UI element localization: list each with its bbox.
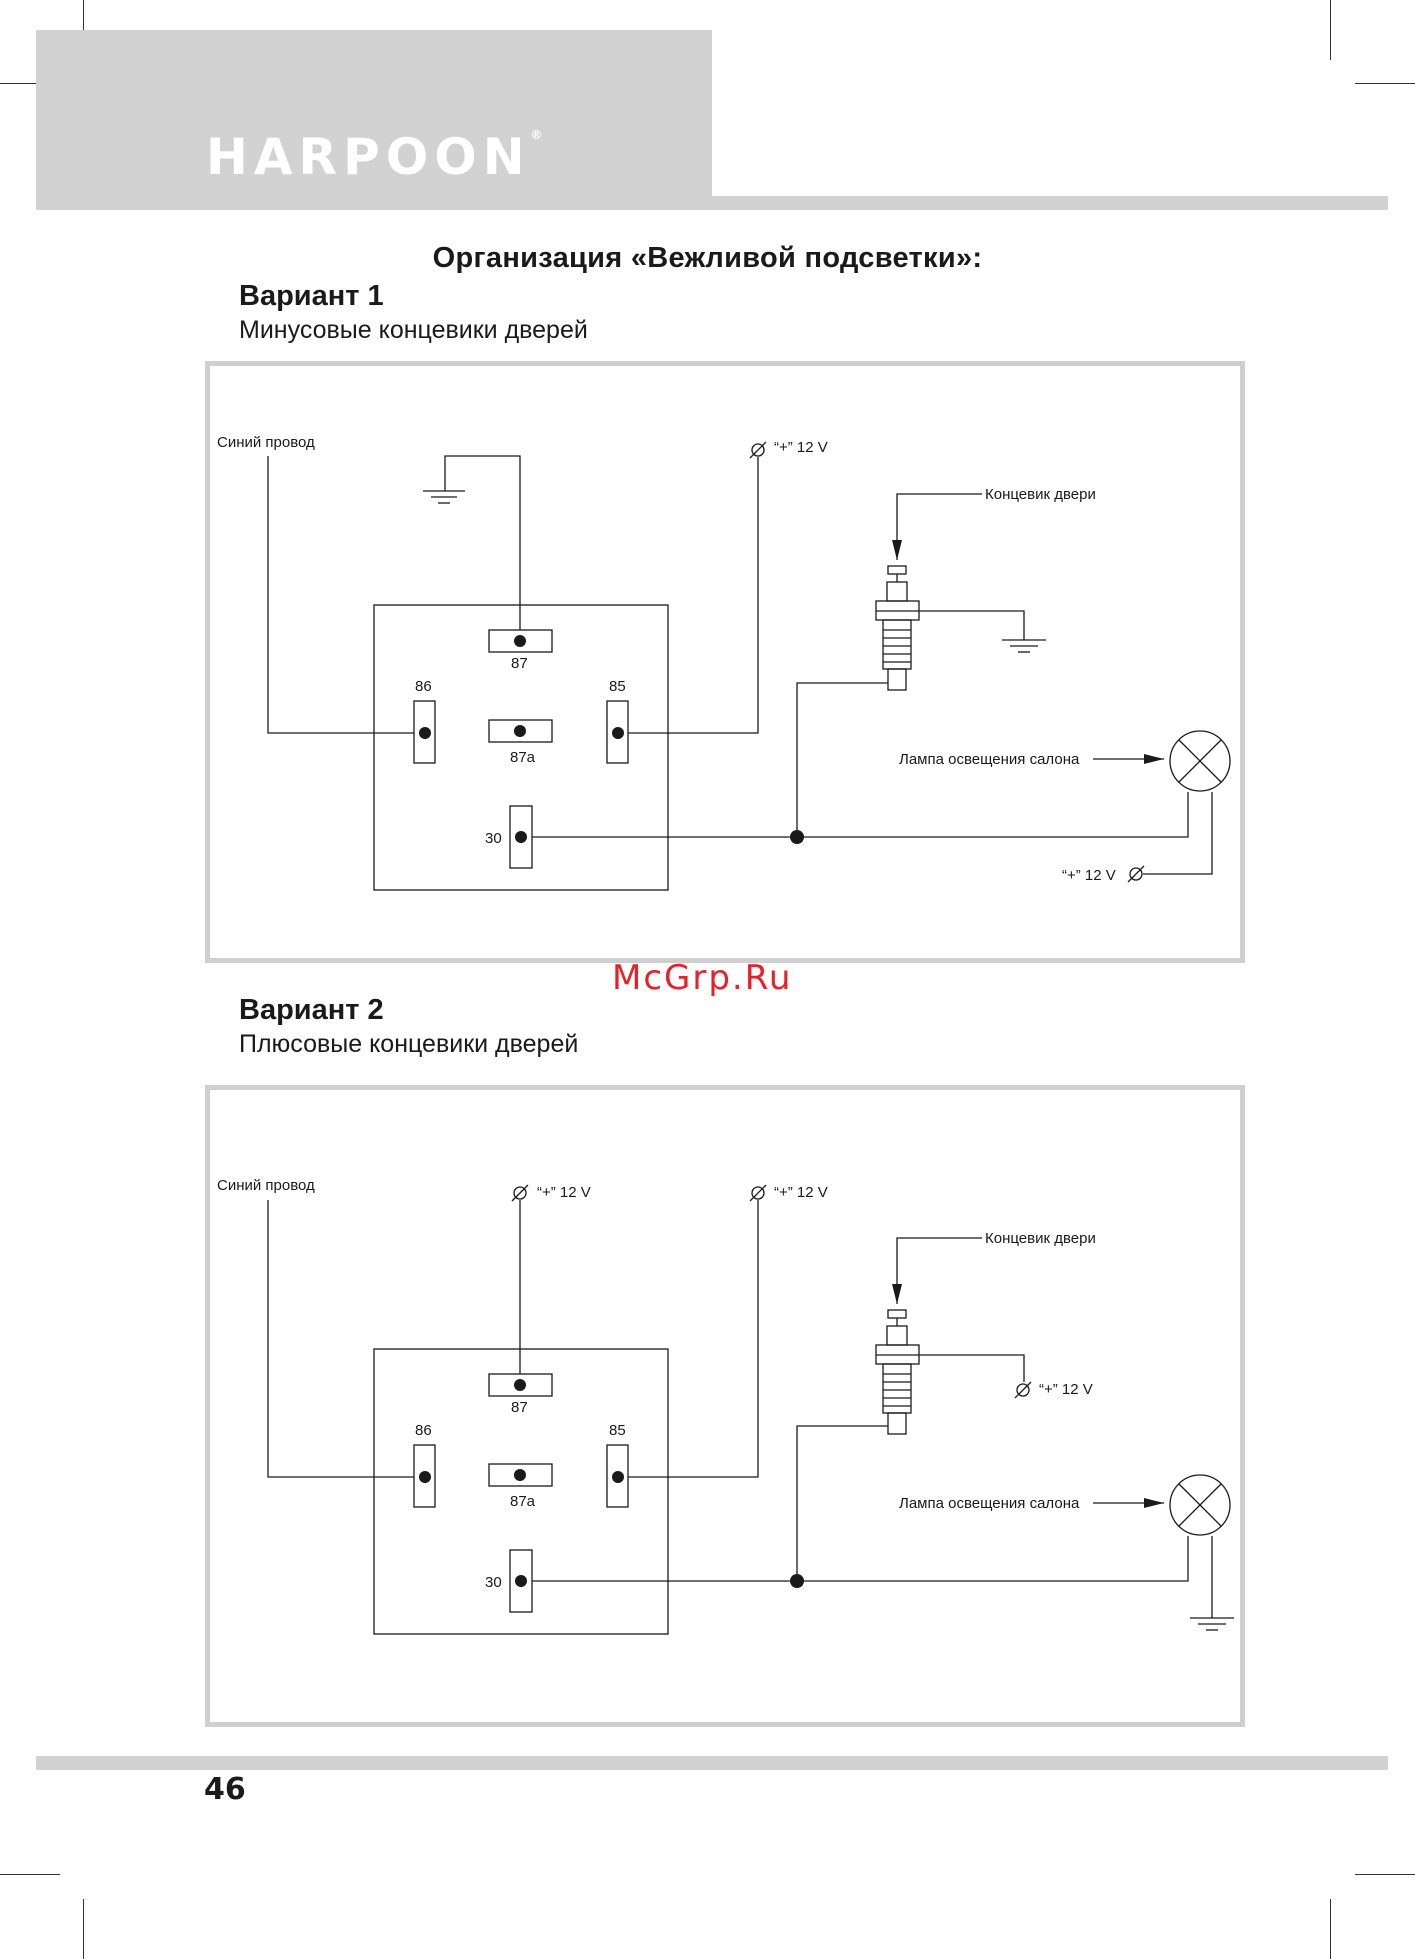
crop-mark	[1355, 1874, 1415, 1875]
relay-pin-87a	[488, 1463, 553, 1487]
page-title: Организация «Вежливой подсветки»:	[432, 242, 983, 274]
crop-mark	[1330, 0, 1331, 60]
lamp-icon	[1169, 730, 1231, 792]
lamp-icon	[1169, 1474, 1231, 1536]
header-line	[712, 196, 1388, 210]
crop-mark	[1355, 83, 1415, 84]
relay-body	[373, 1348, 669, 1635]
relay-body	[373, 604, 669, 891]
plus12-label: “+” 12 V	[774, 439, 828, 456]
relay-pin-86	[413, 1444, 436, 1508]
crop-mark	[0, 1874, 60, 1875]
plus12-switch-label: “+” 12 V	[1039, 1381, 1093, 1398]
door-switch-label: Концевик двери	[985, 1230, 1096, 1247]
variant2-subtitle: Плюсовые концевики дверей	[239, 1030, 579, 1058]
variant1-subtitle: Минусовые концевики дверей	[239, 316, 588, 344]
variant2-title: Вариант 2	[239, 994, 384, 1026]
crop-mark	[1330, 1899, 1331, 1959]
relay-pin-85	[606, 700, 629, 764]
lamp-label: Лампа освещения салона	[899, 751, 1080, 768]
watermark: McGrp.Ru	[612, 958, 793, 998]
lamp-label: Лампа освещения салона	[899, 1495, 1080, 1512]
pin-87-label: 87	[511, 655, 528, 672]
relay-pin-86	[413, 700, 436, 764]
pin-86-label: 86	[415, 678, 432, 695]
plus12-87-label: “+” 12 V	[537, 1184, 591, 1201]
blue-wire-label: Синий провод	[217, 434, 315, 451]
door-switch-label: Концевик двери	[985, 486, 1096, 503]
crop-mark	[83, 1899, 84, 1959]
header-band	[36, 30, 712, 210]
blue-wire-label: Синий провод	[217, 1177, 315, 1194]
diagram-frame-2	[205, 1085, 1245, 1727]
pin-30-label: 30	[485, 830, 502, 847]
pin-86-label: 86	[415, 1422, 432, 1439]
plus12-lamp-label: “+” 12 V	[1062, 867, 1116, 884]
relay-pin-87a	[488, 719, 553, 743]
pin-30-label: 30	[485, 1574, 502, 1591]
variant1-title: Вариант 1	[239, 280, 384, 312]
pin-87a-label: 87a	[510, 749, 536, 766]
plus12-85-label: “+” 12 V	[774, 1184, 828, 1201]
pin-85-label: 85	[609, 1422, 626, 1439]
diagram-2: Синий провод “+” 12 V “+” 12 V Концевик …	[217, 1177, 1234, 1635]
pin-85-label: 85	[609, 678, 626, 695]
crop-mark	[0, 83, 60, 84]
page-number: 46	[204, 1772, 246, 1807]
pin-87-label: 87	[511, 1399, 528, 1416]
diagram-1: Синий провод “+” 12 V Концевик двери Лам…	[217, 434, 1231, 891]
brand-logo: HARPOON®	[206, 128, 543, 186]
diagram-frame-1	[205, 361, 1245, 963]
relay-pin-85	[606, 1444, 629, 1508]
footer-line	[36, 1756, 1388, 1770]
pin-87a-label: 87a	[510, 1493, 536, 1510]
